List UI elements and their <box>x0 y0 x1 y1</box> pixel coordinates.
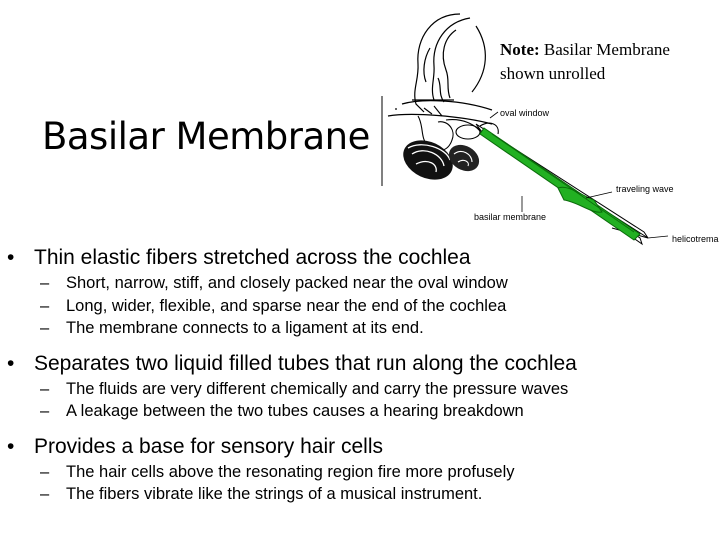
sub-bullet: – Short, narrow, stiff, and closely pack… <box>6 272 716 295</box>
note-bold: Note: <box>500 40 540 59</box>
sub-bullet: – The membrane connects to a ligament at… <box>6 317 716 340</box>
outer-ear <box>381 13 493 186</box>
label-basilar-membrane: basilar membrane <box>474 212 547 222</box>
bullet-2: • Separates two liquid filled tubes that… <box>6 350 716 378</box>
label-traveling-wave: traveling wave <box>616 184 674 194</box>
cochlea <box>403 140 480 180</box>
sub-bullet: – The fluids are very different chemical… <box>6 378 716 401</box>
dash: – <box>40 402 50 420</box>
label-oval-window: oval window <box>500 108 550 118</box>
sub-bullet-text: A leakage between the two tubes causes a… <box>66 402 524 420</box>
dash: – <box>40 296 50 315</box>
sub-bullet-text: Long, wider, flexible, and sparse near t… <box>66 296 507 315</box>
bullet-text: Provides a base for sensory hair cells <box>34 434 383 458</box>
label-helicotrema: helicotrema <box>672 234 719 244</box>
bullet-1: • Thin elastic fibers stretched across t… <box>6 244 716 272</box>
label-pointers <box>489 111 669 239</box>
dash: – <box>40 462 50 481</box>
sub-bullet: – The fibers vibrate like the strings of… <box>6 483 716 506</box>
note-line2: shown unrolled <box>500 64 606 83</box>
sub-bullet-text: The fibers vibrate like the strings of a… <box>66 485 483 503</box>
basilar-membrane-strip <box>479 127 641 241</box>
bullet-dot: • <box>7 246 15 269</box>
sub-bullet-text: The fluids are very different chemically… <box>66 379 569 398</box>
dash: – <box>40 485 50 503</box>
note-caption: Note: Basilar Membrane shown unrolled <box>500 38 670 86</box>
dash: – <box>40 274 50 292</box>
bullet-text: Thin elastic fibers stretched across the… <box>34 246 471 269</box>
bullet-list: • Thin elastic fibers stretched across t… <box>6 244 716 506</box>
sub-bullet-text: The membrane connects to a ligament at i… <box>66 319 424 337</box>
bullet-text: Separates two liquid filled tubes that r… <box>34 351 577 375</box>
sub-bullet: – The hair cells above the resonating re… <box>6 461 716 484</box>
ear-diagram: oval window traveling wave basilar membr… <box>372 8 720 270</box>
bullet-dot: • <box>7 351 15 375</box>
dash: – <box>40 379 50 398</box>
sub-bullet: – Long, wider, flexible, and sparse near… <box>6 295 716 318</box>
note-line1: Basilar Membrane <box>543 40 670 59</box>
bullet-dot: • <box>7 434 15 458</box>
ear-illustration <box>381 13 669 246</box>
dash: – <box>40 319 50 337</box>
sub-bullet-text: Short, narrow, stiff, and closely packed… <box>66 274 508 292</box>
sub-bullet: – A leakage between the two tubes causes… <box>6 400 716 423</box>
inner-ear <box>417 105 499 152</box>
sub-bullet-text: The hair cells above the resonating regi… <box>66 462 515 481</box>
slide-title: Basilar Membrane <box>42 115 370 158</box>
bullet-3: • Provides a base for sensory hair cells <box>6 433 716 461</box>
